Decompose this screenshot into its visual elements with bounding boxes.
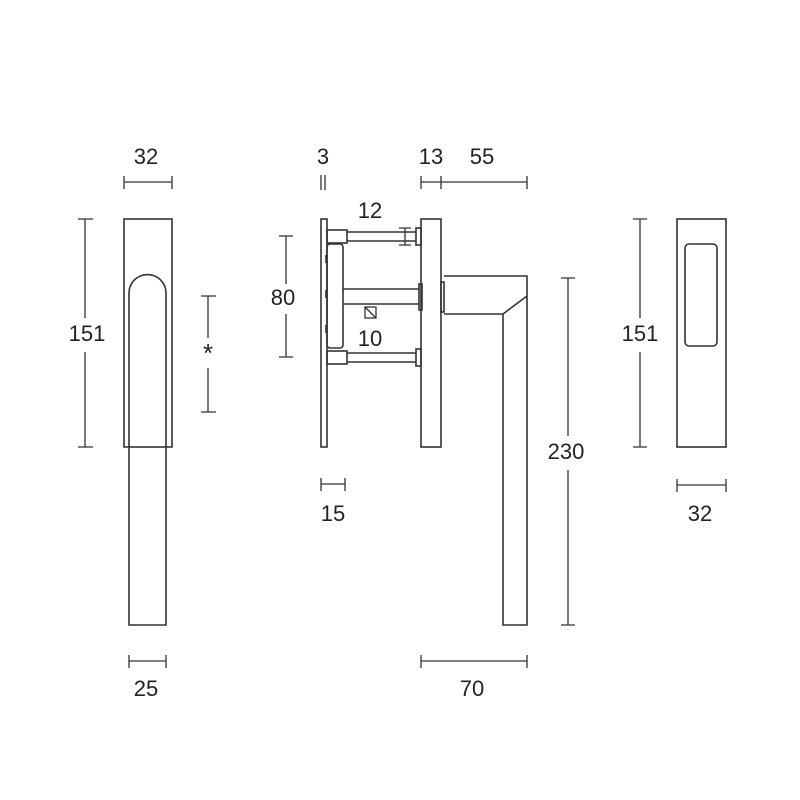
dim-label: 15 [321,501,345,526]
dim-label: 32 [134,144,158,169]
side-rose [420,218,442,448]
side-view: 3 13 55 12 80 10 15 230 70 [271,144,585,701]
dim-label: 151 [69,321,106,346]
dim-handle-length: 230 [548,277,585,626]
square-spindle [343,288,419,305]
dim-label: 80 [271,285,295,310]
dim-label: 151 [622,321,659,346]
dim-screw-spacing: 80 [271,235,295,358]
dim-front-height: 151 [69,218,106,448]
dim-label: 12 [358,198,382,223]
screw-head-top [326,229,348,244]
dim-label: 10 [358,326,382,351]
square-spindle-icon [364,306,377,319]
dim-grip-width: 25 [128,655,167,701]
dim-label: 3 [317,144,329,169]
dim-spindle-square: 10 [358,306,382,351]
dim-spindle-offset: * [201,295,216,413]
dim-back-width: 32 [676,479,727,526]
dim-plate-thickness: 3 [317,144,329,190]
dim-label: 70 [460,676,484,701]
dim-label: 32 [688,501,712,526]
dim-rose-projection: 13 55 [419,144,528,189]
front-view: 32 151 * 25 [69,144,216,701]
screw-head-bottom [326,350,348,365]
screw-bottom [347,352,416,363]
dim-label: 55 [470,144,494,169]
dim-label: 230 [548,439,585,464]
dim-handle-reach: 70 [420,655,528,701]
back-rose [676,218,727,448]
dim-plate-offset: 15 [320,478,346,526]
dim-screw-diameter: 12 [358,198,411,246]
dim-label: 25 [134,676,158,701]
back-view: 151 32 [622,218,727,526]
dim-front-width: 32 [123,144,173,189]
front-rose [123,218,173,448]
side-handle [444,275,528,626]
front-grip [128,273,167,626]
back-recess [684,243,718,347]
dim-label: * [203,338,213,368]
inner-block [326,243,344,349]
dim-back-height: 151 [622,218,659,448]
dim-label: 13 [419,144,443,169]
